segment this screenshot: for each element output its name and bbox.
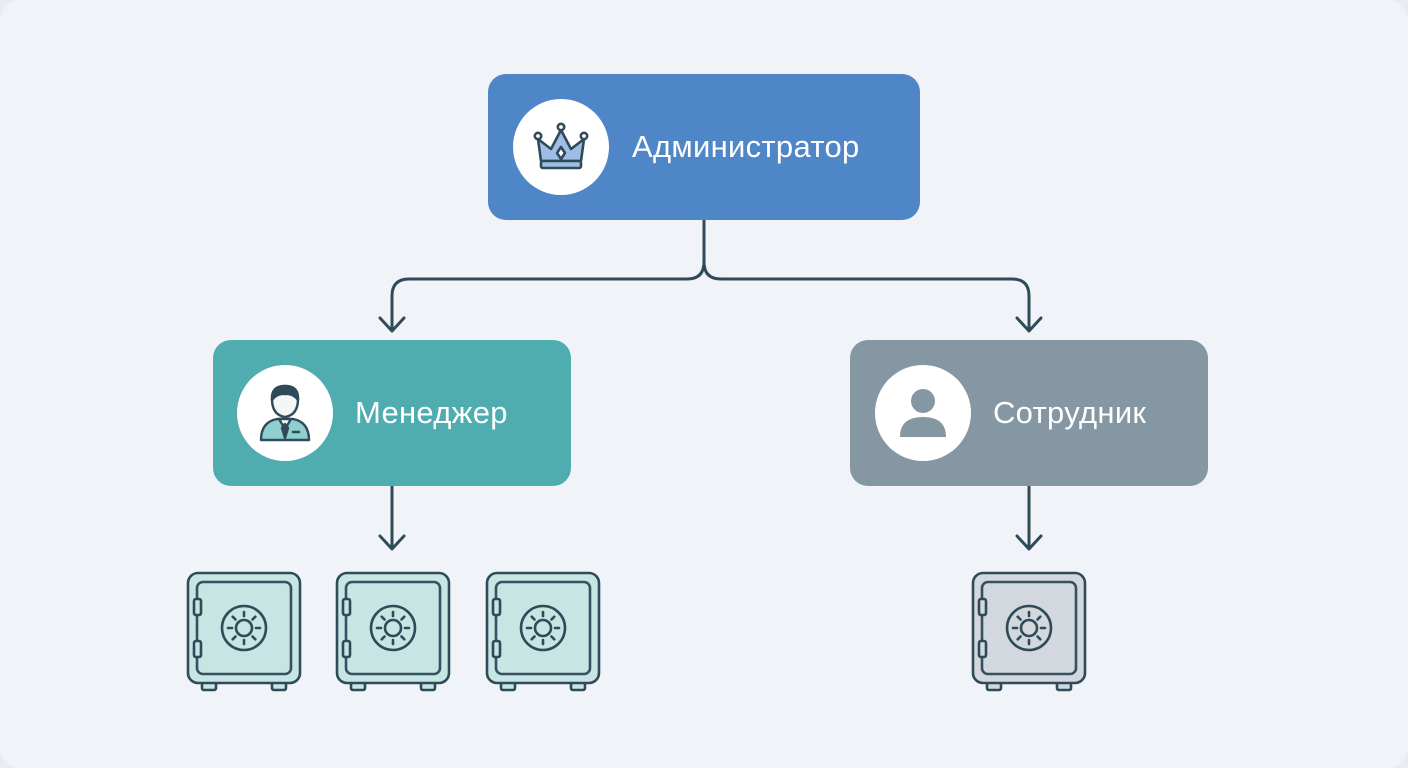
- arrowhead-employee: [1015, 316, 1043, 333]
- arrowhead-employee-safe: [1015, 534, 1043, 551]
- safe-icon: [971, 571, 1087, 692]
- employee-person-icon: [875, 365, 971, 461]
- manager-person-tie-icon: [237, 365, 333, 461]
- safe-icon: [335, 571, 451, 692]
- role-label-employee: Сотрудник: [993, 395, 1147, 430]
- safe-icon: [485, 571, 601, 692]
- arrowhead-manager-safes: [378, 534, 406, 551]
- arrowhead-manager: [378, 316, 406, 333]
- role-box-employee[interactable]: Сотрудник: [850, 340, 1208, 486]
- role-box-manager[interactable]: Менеджер: [213, 340, 571, 486]
- connector-admin-to-manager: [390, 218, 706, 332]
- crown-icon: [513, 99, 609, 195]
- role-label-manager: Менеджер: [355, 395, 508, 430]
- role-box-administrator[interactable]: Администратор: [488, 74, 920, 220]
- safe-icon: [186, 571, 302, 692]
- role-label-administrator: Администратор: [632, 129, 860, 164]
- connector-admin-to-employee: [702, 218, 1031, 332]
